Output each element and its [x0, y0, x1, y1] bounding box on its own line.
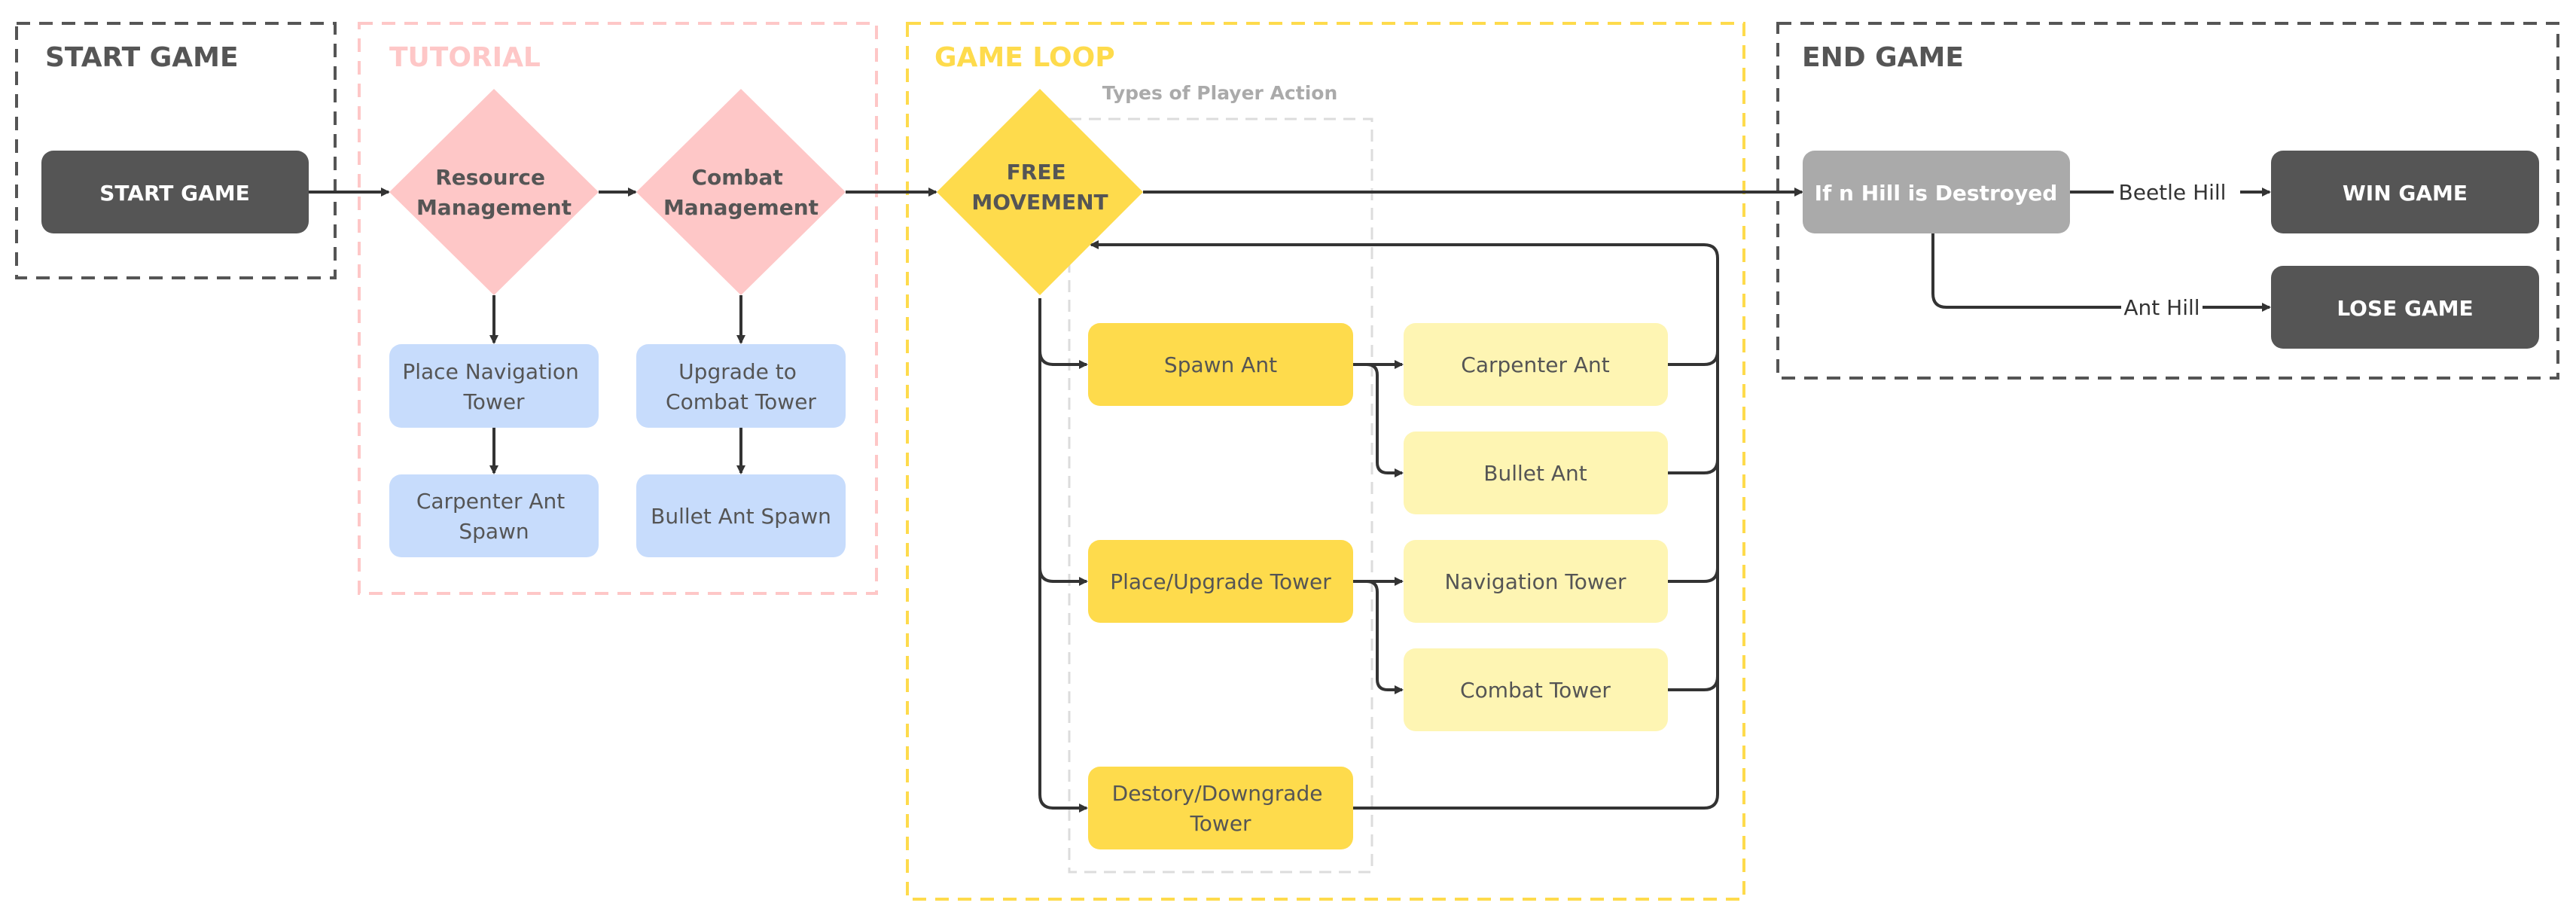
loop-return-to-free-movement: [1090, 240, 1719, 794]
node-navigation-tower-label: Navigation Tower: [1444, 569, 1626, 594]
frame-game-loop: GAME LOOP: [906, 22, 1745, 901]
node-combat-management-label: Combat Management: [663, 165, 819, 220]
loop-bullet-return: [1668, 459, 1719, 474]
edge-label-beetle-hill: Beetle Hill: [2119, 180, 2227, 205]
node-navigation-tower: Navigation Tower: [1404, 540, 1668, 623]
node-combat-management: Combat Management: [636, 89, 846, 295]
node-win-game: WIN GAME: [2271, 151, 2539, 233]
node-bullet-ant-spawn-label: Bullet Ant Spawn: [651, 504, 831, 529]
node-upgrade-combat-tower-label: Upgrade to Combat Tower: [666, 359, 816, 414]
loop-carpenter-return: [1668, 350, 1719, 366]
frame-player-actions: Types of Player Action: [1068, 82, 1373, 874]
arrow-free-movement-to-place-tower: [1038, 351, 1088, 586]
node-destroy-downgrade-tower: Destory/Downgrade Tower: [1088, 767, 1353, 849]
node-start-game: START GAME: [41, 151, 309, 233]
node-bullet-ant: Bullet Ant: [1404, 432, 1668, 514]
loop-destroy-return: [1353, 794, 1719, 810]
loop-navigation-return: [1668, 567, 1719, 583]
connectors: [309, 188, 2271, 813]
node-upgrade-combat-tower: Upgrade to Combat Tower: [636, 344, 846, 428]
node-combat-tower: Combat Tower: [1404, 648, 1668, 731]
node-combat-tower-label: Combat Tower: [1460, 678, 1611, 703]
frame-start-game-title: START GAME: [45, 42, 239, 73]
node-destroy-downgrade-tower-label: Destory/Downgrade Tower: [1112, 781, 1330, 836]
node-carpenter-ant: Carpenter Ant: [1404, 323, 1668, 406]
edge-label-ant-hill: Ant Hill: [2123, 295, 2200, 320]
node-place-upgrade-tower: Place/Upgrade Tower: [1088, 540, 1353, 623]
frame-game-loop-title: GAME LOOP: [934, 42, 1115, 73]
arrow-free-movement-to-destroy: [1038, 568, 1088, 813]
arrow-spawn-ant-to-bullet: [1353, 363, 1404, 477]
node-place-upgrade-tower-label: Place/Upgrade Tower: [1110, 569, 1331, 594]
node-carpenter-ant-spawn-label: Carpenter Ant Spawn: [416, 489, 572, 544]
node-win-game-label: WIN GAME: [2343, 181, 2468, 206]
node-spawn-ant-label: Spawn Ant: [1164, 352, 1277, 377]
node-hill-destroyed-label: If n Hill is Destroyed: [1815, 181, 2058, 206]
frame-end-game-title: END GAME: [1802, 42, 1964, 73]
node-start-game-label: START GAME: [99, 181, 250, 206]
arrow-hill-to-lose: [1931, 233, 2121, 309]
frame-start-game: START GAME: [15, 22, 337, 279]
node-resource-management: Resource Management: [389, 89, 599, 295]
node-free-movement: FREE MOVEMENT: [937, 89, 1143, 295]
node-spawn-ant: Spawn Ant: [1088, 323, 1353, 406]
frame-tutorial-title: TUTORIAL: [389, 42, 541, 73]
node-place-navigation-tower-label: Place Navigation Tower: [402, 359, 585, 414]
node-lose-game-label: LOSE GAME: [2337, 296, 2473, 321]
node-place-navigation-tower: Place Navigation Tower: [389, 344, 599, 428]
node-bullet-ant-spawn: Bullet Ant Spawn: [636, 474, 846, 557]
node-lose-game: LOSE GAME: [2271, 266, 2539, 349]
node-bullet-ant-label: Bullet Ant: [1483, 461, 1587, 486]
node-hill-destroyed: If n Hill is Destroyed: [1803, 151, 2070, 233]
arrow-free-movement-to-spawn-ant: [1038, 298, 1088, 369]
frame-tutorial: TUTORIAL: [358, 22, 878, 595]
frame-end-game: END GAME: [1776, 22, 2559, 380]
node-resource-management-label: Resource Management: [416, 165, 572, 220]
node-carpenter-ant-label: Carpenter Ant: [1461, 352, 1609, 377]
node-free-movement-label: FREE MOVEMENT: [971, 160, 1108, 215]
loop-combat-tower-return: [1668, 676, 1719, 691]
arrow-place-tower-to-combat-tower: [1353, 580, 1404, 694]
frame-player-actions-title: Types of Player Action: [1102, 82, 1338, 104]
node-carpenter-ant-spawn: Carpenter Ant Spawn: [389, 474, 599, 557]
